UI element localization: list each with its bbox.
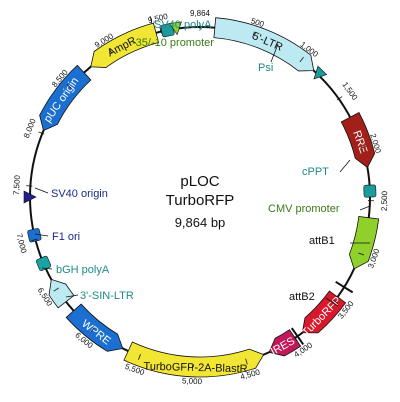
leader-lines [34, 15, 371, 307]
plasmid-name: pLOC [180, 173, 219, 190]
scale-tick [53, 287, 59, 292]
bgh-polya-marker [35, 255, 52, 271]
pUC-feature [39, 64, 92, 132]
ltr5-feature [213, 17, 315, 72]
scale-tick [31, 238, 38, 242]
cppt-label: cPPT [302, 166, 329, 178]
wpre-feature [65, 303, 124, 352]
cmv-promoter-label: CMV promoter [268, 203, 340, 215]
scale-tick [138, 353, 141, 360]
scale-tick [108, 48, 113, 55]
scale-label: 7,500 [12, 174, 22, 195]
scale-label: 8,000 [22, 117, 38, 139]
promoter-35-10-label: -35/-10 promoter [132, 37, 214, 49]
attb1-label: attB1 [309, 235, 335, 247]
f1-ori-label: F1 ori [52, 231, 80, 243]
rre-feature [340, 111, 376, 169]
scale-label: 5,000 [182, 376, 203, 386]
scale-tick [252, 31, 255, 38]
scale-tick [336, 96, 343, 101]
scale-tick [159, 27, 162, 34]
scale-label: 9,864 [190, 9, 211, 18]
scale-tick [293, 336, 298, 342]
scale-tick [90, 327, 95, 333]
attb2-label: attB2 [289, 291, 315, 303]
attb1-site [335, 280, 354, 294]
cppt-marker [363, 184, 377, 198]
promoter-35-10-marker [169, 21, 182, 36]
scale-tick [38, 131, 45, 135]
psi-marker [313, 65, 328, 80]
ampr-feature [90, 22, 160, 68]
sv40-polya-label: SV40 polyA [154, 19, 212, 31]
scale-label: 2,500 [380, 190, 389, 211]
scale-tick [332, 299, 338, 304]
sv40-origin-label: SV40 origin [51, 188, 108, 200]
scale-tick [66, 84, 72, 89]
plasmid-insert-name: TurboRFP [166, 192, 235, 209]
ires-feature [268, 329, 302, 357]
sin-ltr3-feature [48, 278, 75, 309]
scale-tick [360, 145, 367, 149]
scale-label: 1,500 [340, 80, 359, 102]
turbogfp-feature-label: TurboGFP-2A-BlastR [143, 361, 247, 376]
scale-tick [245, 358, 248, 365]
sin-ltr3-label: 3'-SIN-LTR [80, 290, 134, 302]
scale-label: 500 [250, 16, 266, 29]
scale-label: 7,000 [15, 232, 29, 254]
f1-ori-marker [27, 228, 42, 243]
scale-tick [299, 56, 304, 63]
psi-label: Psi [258, 62, 273, 74]
scale-tick [358, 252, 365, 256]
attb2-site [290, 327, 305, 346]
bgh-polya-label: bGH polyA [56, 264, 110, 276]
sv40-origin-marker [23, 190, 37, 204]
turbogfp-feature [123, 341, 265, 378]
plasmid-size: 9,864 bp [175, 215, 226, 230]
